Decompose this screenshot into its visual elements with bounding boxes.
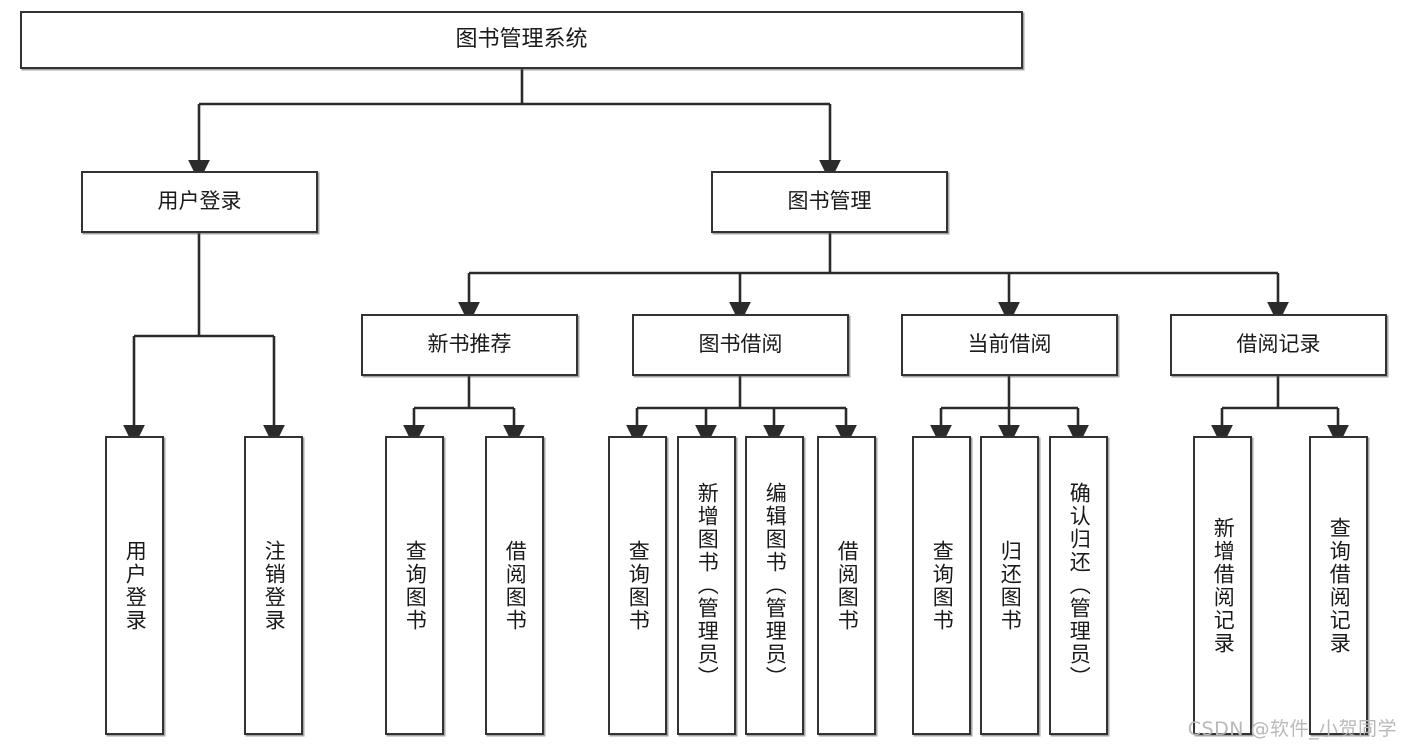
node-leaf-confirm-return-label: 确认归还（管理员）: [1067, 482, 1092, 689]
node-book-borrow-label: 图书借阅: [698, 332, 783, 357]
node-new-book-rec[interactable]: 新书推荐: [361, 314, 578, 376]
node-leaf-return-book-label: 归还图书: [998, 539, 1023, 632]
node-leaf-query-book-2[interactable]: 查询图书: [608, 436, 667, 735]
node-leaf-borrow-book-2-label: 借阅图书: [835, 539, 860, 632]
node-leaf-add-book[interactable]: 新增图书（管理员）: [677, 436, 736, 735]
node-borrow-record[interactable]: 借阅记录: [1170, 314, 1387, 376]
node-leaf-query-book-3[interactable]: 查询图书: [912, 436, 971, 735]
node-leaf-logout[interactable]: 注销登录: [244, 436, 303, 735]
watermark-text: CSDN @软件_小贺同学: [1187, 718, 1397, 740]
node-leaf-add-record-label: 新增借阅记录: [1211, 516, 1236, 655]
node-leaf-edit-book-label: 编辑图书（管理员）: [763, 482, 788, 689]
node-leaf-return-book[interactable]: 归还图书: [980, 436, 1039, 735]
node-leaf-add-record[interactable]: 新增借阅记录: [1193, 436, 1252, 735]
node-leaf-borrow-book-1-label: 借阅图书: [503, 539, 528, 632]
node-leaf-query-book-1-label: 查询图书: [403, 539, 428, 632]
node-book-manage[interactable]: 图书管理: [711, 171, 948, 233]
node-leaf-user-login-label: 用户登录: [123, 539, 148, 632]
node-leaf-user-login[interactable]: 用户登录: [105, 436, 164, 735]
node-leaf-add-book-label: 新增图书（管理员）: [695, 482, 720, 689]
node-user-login[interactable]: 用户登录: [81, 171, 318, 233]
node-leaf-edit-book[interactable]: 编辑图书（管理员）: [745, 436, 804, 735]
node-leaf-query-record-label: 查询借阅记录: [1327, 516, 1352, 655]
node-leaf-borrow-book-2[interactable]: 借阅图书: [817, 436, 876, 735]
node-current-borrow[interactable]: 当前借阅: [901, 314, 1118, 376]
node-leaf-logout-label: 注销登录: [262, 539, 287, 632]
node-leaf-query-record[interactable]: 查询借阅记录: [1309, 436, 1368, 735]
node-root-label: 图书管理系统: [455, 26, 588, 52]
node-new-book-rec-label: 新书推荐: [427, 332, 512, 357]
node-leaf-borrow-book-1[interactable]: 借阅图书: [485, 436, 544, 735]
node-book-borrow[interactable]: 图书借阅: [632, 314, 849, 376]
node-current-borrow-label: 当前借阅: [967, 332, 1052, 357]
node-leaf-query-book-1[interactable]: 查询图书: [385, 436, 444, 735]
node-root[interactable]: 图书管理系统: [20, 11, 1023, 69]
node-leaf-confirm-return[interactable]: 确认归还（管理员）: [1049, 436, 1108, 735]
node-borrow-record-label: 借阅记录: [1236, 332, 1321, 357]
node-user-login-label: 用户登录: [157, 189, 242, 214]
node-leaf-query-book-3-label: 查询图书: [930, 539, 955, 632]
node-leaf-query-book-2-label: 查询图书: [626, 539, 651, 632]
node-book-manage-label: 图书管理: [787, 189, 872, 214]
